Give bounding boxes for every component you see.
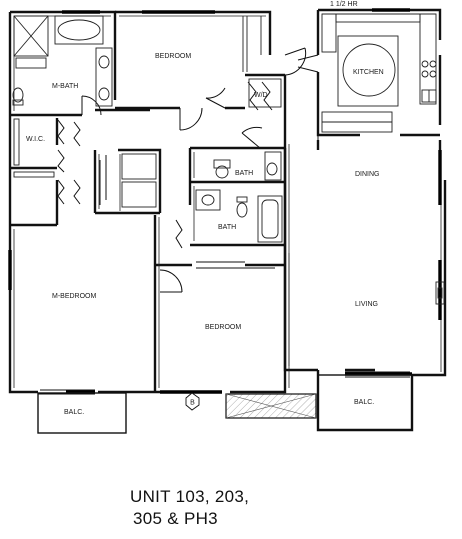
label-bath-lower: BATH: [218, 224, 236, 231]
room-labels: M-BATH BEDROOM W.I.C. W/D BATH BATH KITC…: [26, 53, 384, 416]
column-marker-label: B: [190, 400, 195, 407]
column-marker: B: [185, 392, 200, 411]
balconies: [37, 374, 413, 434]
label-balc-left: BALC.: [64, 409, 84, 416]
fixtures: [12, 13, 445, 305]
label-living: LIVING: [355, 301, 378, 308]
label-balc-right: BALC.: [354, 399, 374, 406]
label-bath-upper: BATH: [235, 170, 253, 177]
doors: [38, 47, 410, 395]
label-wd: W/D: [254, 92, 268, 99]
label-wic: W.I.C.: [26, 136, 45, 143]
unit-caption: UNIT 103, 203, 305 & PH3: [130, 486, 249, 530]
caption-line-2: 305 & PH3: [133, 509, 218, 528]
label-bedroom-top: BEDROOM: [155, 53, 191, 60]
label-m-bath: M-BATH: [52, 83, 78, 90]
header-note: 1 1/2 HR: [330, 1, 358, 8]
label-bedroom-lower: BEDROOM: [205, 324, 241, 331]
label-dining: DINING: [355, 171, 380, 178]
label-kitchen: KITCHEN: [353, 69, 384, 76]
windows: [8, 8, 442, 394]
label-m-bedroom: M-BEDROOM: [52, 293, 97, 300]
caption-line-1: UNIT 103, 203,: [130, 487, 250, 506]
